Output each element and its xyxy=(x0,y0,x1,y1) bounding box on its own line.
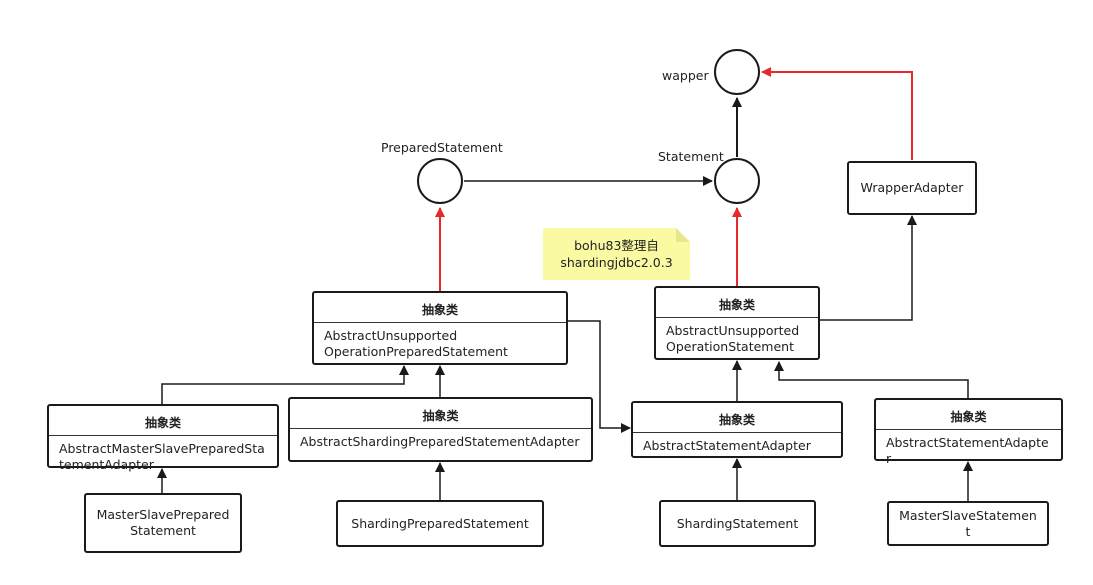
note-fold-corner xyxy=(676,228,690,242)
edge-wrapperadapter-to-wapper xyxy=(761,67,913,160)
abstract-class-stereotype: 抽象类 xyxy=(876,400,1061,430)
class-name: AbstractMasterSlavePreparedStatementAdap… xyxy=(59,441,265,472)
abstract-masterslave-prepared-adapter-class[interactable]: 抽象类 AbstractMasterSlavePreparedStatement… xyxy=(47,404,279,472)
sharding-statement-class[interactable]: ShardingStatement xyxy=(659,500,816,547)
edge-masterslave-adapter-to-unsupported-prepared xyxy=(161,365,409,405)
abstract-class-stereotype: 抽象类 xyxy=(290,399,591,429)
preparedstatement-label: PreparedStatement xyxy=(381,140,503,155)
masterslave-statement-class[interactable]: MasterSlaveStatement xyxy=(887,501,1049,546)
wrapperadapter-class[interactable]: WrapperAdapter xyxy=(847,161,977,215)
edge-unsupported-prepared-to-statement-adapter xyxy=(567,320,631,433)
statement-interface-circle[interactable] xyxy=(714,158,760,204)
abstract-statement-adapter-class[interactable]: 抽象类 AbstractStatementAdapter xyxy=(631,401,843,458)
author-note: bohu83整理自 shardingjdbc2.0.3 xyxy=(543,228,690,280)
abstract-sharding-prepared-adapter-class[interactable]: 抽象类 AbstractShardingPreparedStatementAda… xyxy=(288,397,593,462)
abstract-class-stereotype: 抽象类 xyxy=(49,406,277,436)
edge-statement-adapter-2-to-unsupported-statement xyxy=(774,361,969,399)
masterslave-prepared-statement-class[interactable]: MasterSlavePrepared Statement xyxy=(84,493,242,553)
abstract-class-stereotype: 抽象类 xyxy=(633,403,841,433)
wrapperadapter-name: WrapperAdapter xyxy=(860,180,964,195)
note-line-1: bohu83整理自 xyxy=(574,238,659,253)
masterslave-prepared-statement-name: MasterSlavePrepared Statement xyxy=(96,507,230,538)
abstract-unsupported-prepared-class[interactable]: 抽象类 AbstractUnsupported OperationPrepare… xyxy=(312,291,568,365)
class-name: AbstractUnsupported OperationStatement xyxy=(666,323,800,354)
sharding-prepared-statement-name: ShardingPreparedStatement xyxy=(351,515,529,531)
wapper-interface-circle[interactable] xyxy=(714,49,760,95)
edge-unsupported-statement-to-wrapperadapter xyxy=(819,215,917,321)
note-line-2: shardingjdbc2.0.3 xyxy=(560,255,673,270)
masterslave-statement-name: MasterSlaveStatement xyxy=(899,507,1037,539)
preparedstatement-interface-circle[interactable] xyxy=(417,158,463,204)
class-name: AbstractStatementAdapter xyxy=(643,438,811,453)
abstract-statement-adapter-2-class[interactable]: 抽象类 AbstractStatementAdapter xyxy=(874,398,1063,466)
abstract-class-stereotype: 抽象类 xyxy=(656,288,818,318)
abstract-unsupported-statement-class[interactable]: 抽象类 AbstractUnsupported OperationStateme… xyxy=(654,286,820,360)
abstract-class-stereotype: 抽象类 xyxy=(314,293,566,323)
sharding-prepared-statement-class[interactable]: ShardingPreparedStatement xyxy=(336,500,544,547)
wapper-label: wapper xyxy=(662,68,709,83)
statement-label: Statement xyxy=(658,149,724,164)
sharding-statement-name: ShardingStatement xyxy=(676,515,799,531)
class-name: AbstractStatementAdapter xyxy=(886,435,1049,466)
class-name: AbstractUnsupported OperationPreparedSta… xyxy=(324,328,508,359)
class-name: AbstractShardingPreparedStatementAdapter xyxy=(300,434,580,449)
